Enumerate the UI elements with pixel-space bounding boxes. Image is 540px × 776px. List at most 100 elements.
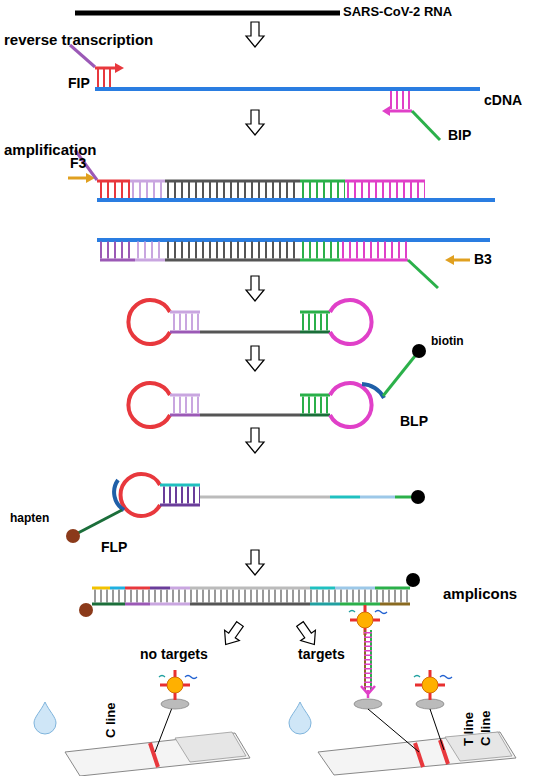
lateral-flow-strip [440, 740, 448, 764]
test-line-label: C line [104, 703, 119, 738]
lateral-flow-strip [34, 702, 56, 734]
extended-strand [342, 242, 408, 259]
primer-label: BIP [448, 127, 471, 143]
primer-label: B3 [474, 251, 492, 267]
dumbbell-structure [330, 300, 372, 344]
dumbbell-structure [170, 311, 200, 314]
amplicon-duplex [110, 587, 125, 590]
process-arrow [293, 619, 322, 650]
extended-strand [135, 259, 165, 262]
extended-strand [345, 180, 425, 183]
dumbbell-structure [170, 331, 200, 334]
extended-strand [97, 198, 495, 202]
tag-label: hapten [10, 512, 49, 526]
extended-strand [302, 242, 340, 259]
flp-extension [160, 504, 200, 507]
lateral-flow-strip [361, 686, 375, 698]
amplicon-duplex [335, 587, 375, 590]
probe-label: BLP [400, 413, 428, 429]
dumbbell-structure [302, 314, 328, 331]
dumbbell-structure [128, 300, 371, 344]
extended-strand [97, 240, 490, 288]
dumbbell-structure [128, 383, 371, 427]
process-arrow [246, 428, 264, 453]
amplicon-duplex [94, 590, 410, 603]
lateral-flow-strip [416, 699, 444, 709]
amplicon-duplex [406, 573, 420, 587]
dumbbell-structure [302, 397, 328, 414]
lateral-flow-strip [34, 670, 250, 776]
dumbbell-structure [170, 414, 200, 417]
lateral-flow-strip [159, 670, 197, 700]
amplicon-duplex [340, 603, 380, 606]
dumbbell-structure [200, 414, 300, 417]
flp-extension [200, 496, 330, 499]
amplicon-duplex [375, 587, 410, 590]
amplicon-duplex [150, 587, 170, 590]
lateral-flow-strip [175, 732, 246, 762]
probe-label: FLP [101, 539, 127, 555]
lateral-flow-strip [161, 699, 189, 709]
amplicon-duplex [92, 603, 125, 606]
flp-extension [66, 474, 425, 543]
blp-probe [383, 356, 415, 396]
dumbbell-structure [300, 311, 330, 314]
lateral-flow-strip [289, 605, 516, 775]
amplicon-duplex [310, 603, 340, 606]
bip-primer [388, 110, 412, 113]
extended-strand [165, 259, 300, 262]
process-arrow [246, 346, 264, 371]
lateral-flow-strip [414, 670, 452, 700]
lateral-flow-strip [354, 699, 382, 709]
extended-strand [452, 259, 470, 262]
lateral-flow-strip [65, 733, 250, 776]
process-arrow [246, 110, 264, 135]
process-arrow [246, 22, 264, 47]
amplicon-duplex [170, 587, 190, 590]
bip-primer [382, 100, 440, 140]
lateral-flow-strip [349, 605, 387, 635]
primer-label: FIP [68, 75, 90, 91]
product-label: amplicons [443, 585, 517, 602]
amplicon-duplex [79, 573, 420, 617]
outcome-label: no targets [140, 646, 208, 662]
extended-strand [97, 238, 490, 242]
tag-label: biotin [431, 335, 464, 349]
cdna-strand [95, 87, 480, 91]
amplicon-duplex [380, 603, 410, 606]
flp-extension [163, 487, 200, 504]
extended-strand [340, 259, 408, 262]
extended-strand [100, 242, 135, 259]
flp-extension [66, 529, 80, 543]
lateral-flow-strip [415, 743, 423, 767]
extended-strand [132, 182, 165, 199]
bip-primer [390, 91, 410, 109]
dumbbell-structure [173, 314, 200, 331]
outcome-label: targets [298, 646, 345, 662]
dumbbell-structure [330, 383, 372, 427]
extended-strand [167, 182, 300, 199]
dumbbell-structure [200, 331, 300, 334]
dumbbell-structure [300, 414, 330, 417]
extended-strand [300, 259, 340, 262]
blp-probe [362, 384, 384, 398]
extended-strand [445, 255, 454, 265]
dumbbell-structure [300, 331, 330, 334]
dumbbell-structure [128, 383, 170, 427]
flp-extension [360, 496, 395, 499]
extended-strand [167, 242, 300, 259]
lateral-flow-strip [364, 632, 372, 688]
amplicon-duplex [125, 603, 150, 606]
extended-strand [100, 182, 130, 199]
rna-strand [75, 11, 340, 16]
extended-strand [302, 182, 345, 199]
flp-extension [395, 496, 412, 499]
fip-primer [70, 45, 124, 78]
flp-extension [411, 490, 425, 504]
amplicon-duplex [79, 603, 93, 617]
amplicon-duplex [125, 587, 150, 590]
process-arrow [218, 22, 321, 650]
molecule-label: cDNA [484, 92, 522, 108]
